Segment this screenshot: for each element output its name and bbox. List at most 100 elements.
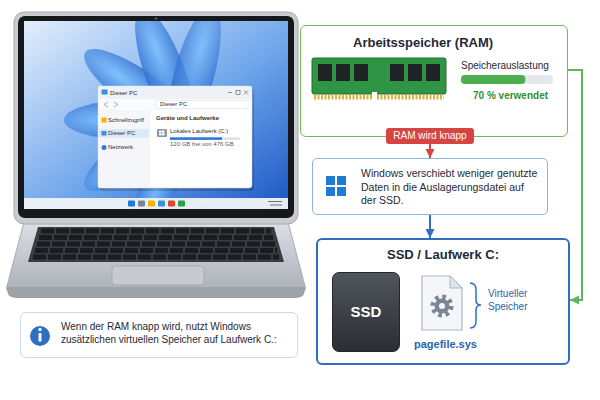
ram-box: Arbeitsspeicher (RAM) Speicherauslastung 7… [300, 25, 568, 137]
info-icon [30, 326, 50, 346]
taskbar [168, 201, 175, 207]
keyboard-keys [39, 235, 273, 240]
explorer-window [244, 91, 248, 95]
explorer-window [159, 131, 162, 133]
taskbar [270, 205, 282, 206]
pagefile-icon [439, 303, 445, 309]
explorer-window [162, 131, 165, 133]
keyboard-keys [35, 248, 277, 253]
pagefile-icon [435, 299, 450, 314]
ram-module [314, 95, 444, 100]
taskbar [24, 198, 288, 209]
explorer-window [236, 91, 240, 95]
usage-bar [461, 75, 525, 84]
taskbar [24, 198, 288, 209]
bracket-label: Virtueller Speicher [488, 288, 560, 313]
taskbar [178, 201, 185, 207]
explorer-window [98, 86, 254, 191]
camera [155, 17, 157, 19]
info-text: Wenn der RAM knapp wird, nutzt Windows z… [61, 320, 289, 346]
explorer-window [102, 118, 107, 123]
windows-logo [326, 176, 346, 196]
taskbar [148, 201, 155, 207]
usage-value: 70 % verwendet [473, 90, 548, 103]
explorer-window [99, 129, 149, 138]
diagram-icons [30, 58, 553, 346]
explorer-window [244, 91, 248, 95]
ram-module [312, 58, 446, 94]
explorer-window [98, 110, 150, 188]
box-title: SSD / Laufwerk C: [318, 247, 568, 263]
sidebar-item: Schnellzugriff [108, 117, 144, 124]
drive-space: 120 GB frei von 476 GB [170, 141, 234, 148]
explorer-window [98, 86, 251, 99]
explorer-window [162, 133, 165, 135]
explorer-window [102, 131, 107, 136]
address-bar-text: Dieser PC [160, 101, 187, 108]
window-title: Dieser PC [110, 90, 137, 97]
info-icon [38, 328, 41, 331]
ram-module [354, 64, 368, 81]
process-box: Windows verschiebt weniger genutzte Date… [312, 158, 548, 215]
sidebar-item: Dieser PC [108, 130, 135, 137]
keyboard-keys [33, 255, 279, 260]
keyboard-well [28, 227, 284, 262]
taskbar [268, 201, 282, 202]
keyboard-keys [33, 231, 279, 257]
explorer-window [98, 99, 251, 110]
drive-name: Lokales Laufwerk (C:) [170, 128, 228, 135]
info-icon [30, 326, 50, 346]
laptop-front-edge [7, 287, 305, 298]
ram-module [336, 64, 350, 81]
pagefile-icon [422, 276, 462, 330]
explorer-window [157, 129, 167, 137]
keyboard-keys [41, 229, 271, 234]
usage-label: Speicherauslastung [461, 60, 549, 73]
explorer-window [228, 92, 232, 93]
explorer-window [104, 102, 118, 107]
pagefile-icon [433, 297, 451, 315]
windows-logo [337, 187, 346, 196]
taskbar [138, 201, 145, 207]
ssd-chip: SSD [332, 272, 400, 352]
info-icon [39, 333, 42, 342]
box-title: Arbeitsspeicher (RAM) [353, 35, 493, 51]
explorer-window [159, 133, 162, 135]
laptop-illustration [7, 1, 306, 298]
flow-arrow [429, 215, 431, 238]
windows-logo [337, 176, 346, 185]
info-box: Wenn der RAM knapp wird, nutzt Windows z… [20, 312, 298, 358]
box-text: Windows verschiebt weniger genutzte Date… [361, 167, 539, 208]
explorer-window [156, 101, 248, 109]
chip-label: SSD [333, 303, 399, 322]
flow-arrow [568, 70, 582, 300]
ram-module [312, 58, 446, 100]
storage-box: SSD / Laufwerk C: pagefile.sys Virtueller … [316, 238, 570, 365]
taskbar [128, 201, 135, 207]
keyboard-keys [37, 242, 275, 247]
ram-module [408, 64, 422, 81]
section-heading: Geräte und Laufwerke [156, 115, 219, 122]
trackpad [112, 266, 204, 285]
pagefile-icon [422, 276, 462, 330]
pagefile-icon [450, 276, 462, 288]
sidebar-item: Netzwerk [108, 144, 133, 151]
file-name: pagefile.sys [414, 338, 477, 352]
taskbar [158, 201, 165, 207]
explorer-window [102, 90, 108, 95]
ram-module [390, 64, 404, 81]
explorer-window [98, 86, 252, 188]
bracket [470, 283, 481, 328]
ram-module [372, 92, 377, 100]
explorer-window [170, 137, 222, 140]
edge-label: RAM wird knapp [386, 128, 473, 144]
ram-module [426, 64, 440, 81]
explorer-window [102, 145, 107, 150]
usage-bar [461, 75, 553, 84]
explorer-window [170, 137, 240, 140]
usage-bar [461, 75, 553, 84]
windows-logo [326, 187, 335, 196]
ram-module [318, 64, 332, 81]
windows-logo [326, 176, 335, 185]
